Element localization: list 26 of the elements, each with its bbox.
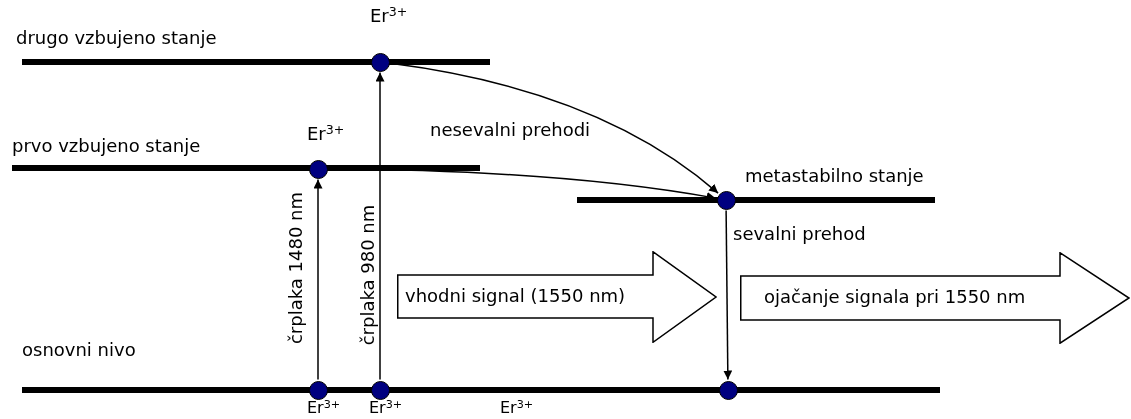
level-label: metastabilno stanje: [745, 166, 924, 186]
block-arrow: [397, 251, 717, 343]
signal-label: vhodni signal (1550 nm): [405, 285, 626, 306]
level-label: drugo vzbujeno stanje: [16, 28, 217, 48]
edge-label: črplaka 980 nm: [358, 204, 378, 346]
level-label: nesevalni prehodi: [430, 120, 591, 140]
circle-marker: [716, 190, 736, 210]
block-arrow: [740, 252, 1130, 344]
ion-label: Er$^{3+}$: [307, 124, 345, 144]
ion-label: Er$^{3+}$: [369, 400, 403, 416]
ion-label: Er$^{3+}$: [307, 400, 341, 416]
arrow: [375, 71, 385, 381]
edge-label: črplaka 1480 nm: [286, 191, 306, 345]
level-label: Er$^{3+}$: [500, 400, 534, 416]
signal-label: ojačanje signala pri 1550 nm: [764, 287, 1026, 307]
edge-label: sevalni prehod: [733, 224, 866, 244]
circle-marker: [308, 380, 328, 400]
circle-marker: [370, 52, 390, 72]
level-label: osnovni nivo: [22, 340, 136, 360]
arrow: [723, 209, 733, 381]
level-label: prvo vzbujeno stanje: [12, 136, 201, 156]
arrow: [313, 178, 323, 381]
circle-marker: [308, 159, 328, 179]
circle-marker: [370, 380, 390, 400]
ion-label: Er$^{3+}$: [370, 6, 408, 26]
circle-marker: [718, 380, 738, 400]
